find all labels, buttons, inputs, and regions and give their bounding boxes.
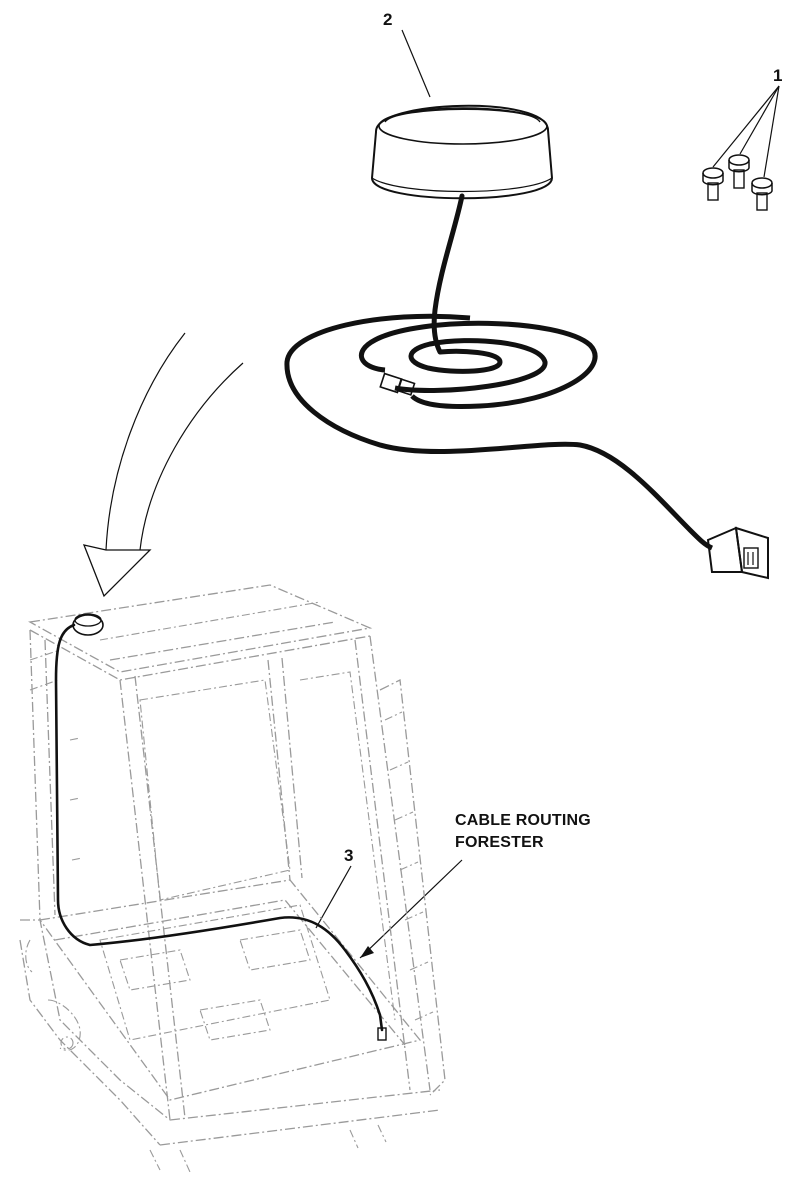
antenna-cable-coil (284, 193, 769, 580)
callout-item-3: 3 (344, 846, 354, 865)
cable-routing-note: CABLE ROUTING FORESTER (455, 810, 591, 854)
callout-item-2: 2 (383, 10, 393, 29)
screw-icon (702, 167, 724, 201)
roof-antenna-icon (72, 613, 104, 636)
callout-item-1: 1 (773, 66, 783, 85)
installation-arrow (82, 332, 244, 598)
leader-lines (315, 29, 780, 959)
cable-harness-routing (54, 623, 387, 1041)
note-line-1: CABLE ROUTING (455, 812, 591, 829)
note-line-2: FORESTER (455, 834, 544, 851)
antenna-dome-icon (370, 104, 554, 200)
inline-connector-icon (379, 372, 416, 396)
cab-frame-outline (19, 584, 446, 1173)
screw-icon (728, 154, 750, 189)
connector-plug-icon (706, 526, 769, 580)
screw-icon (751, 177, 773, 211)
